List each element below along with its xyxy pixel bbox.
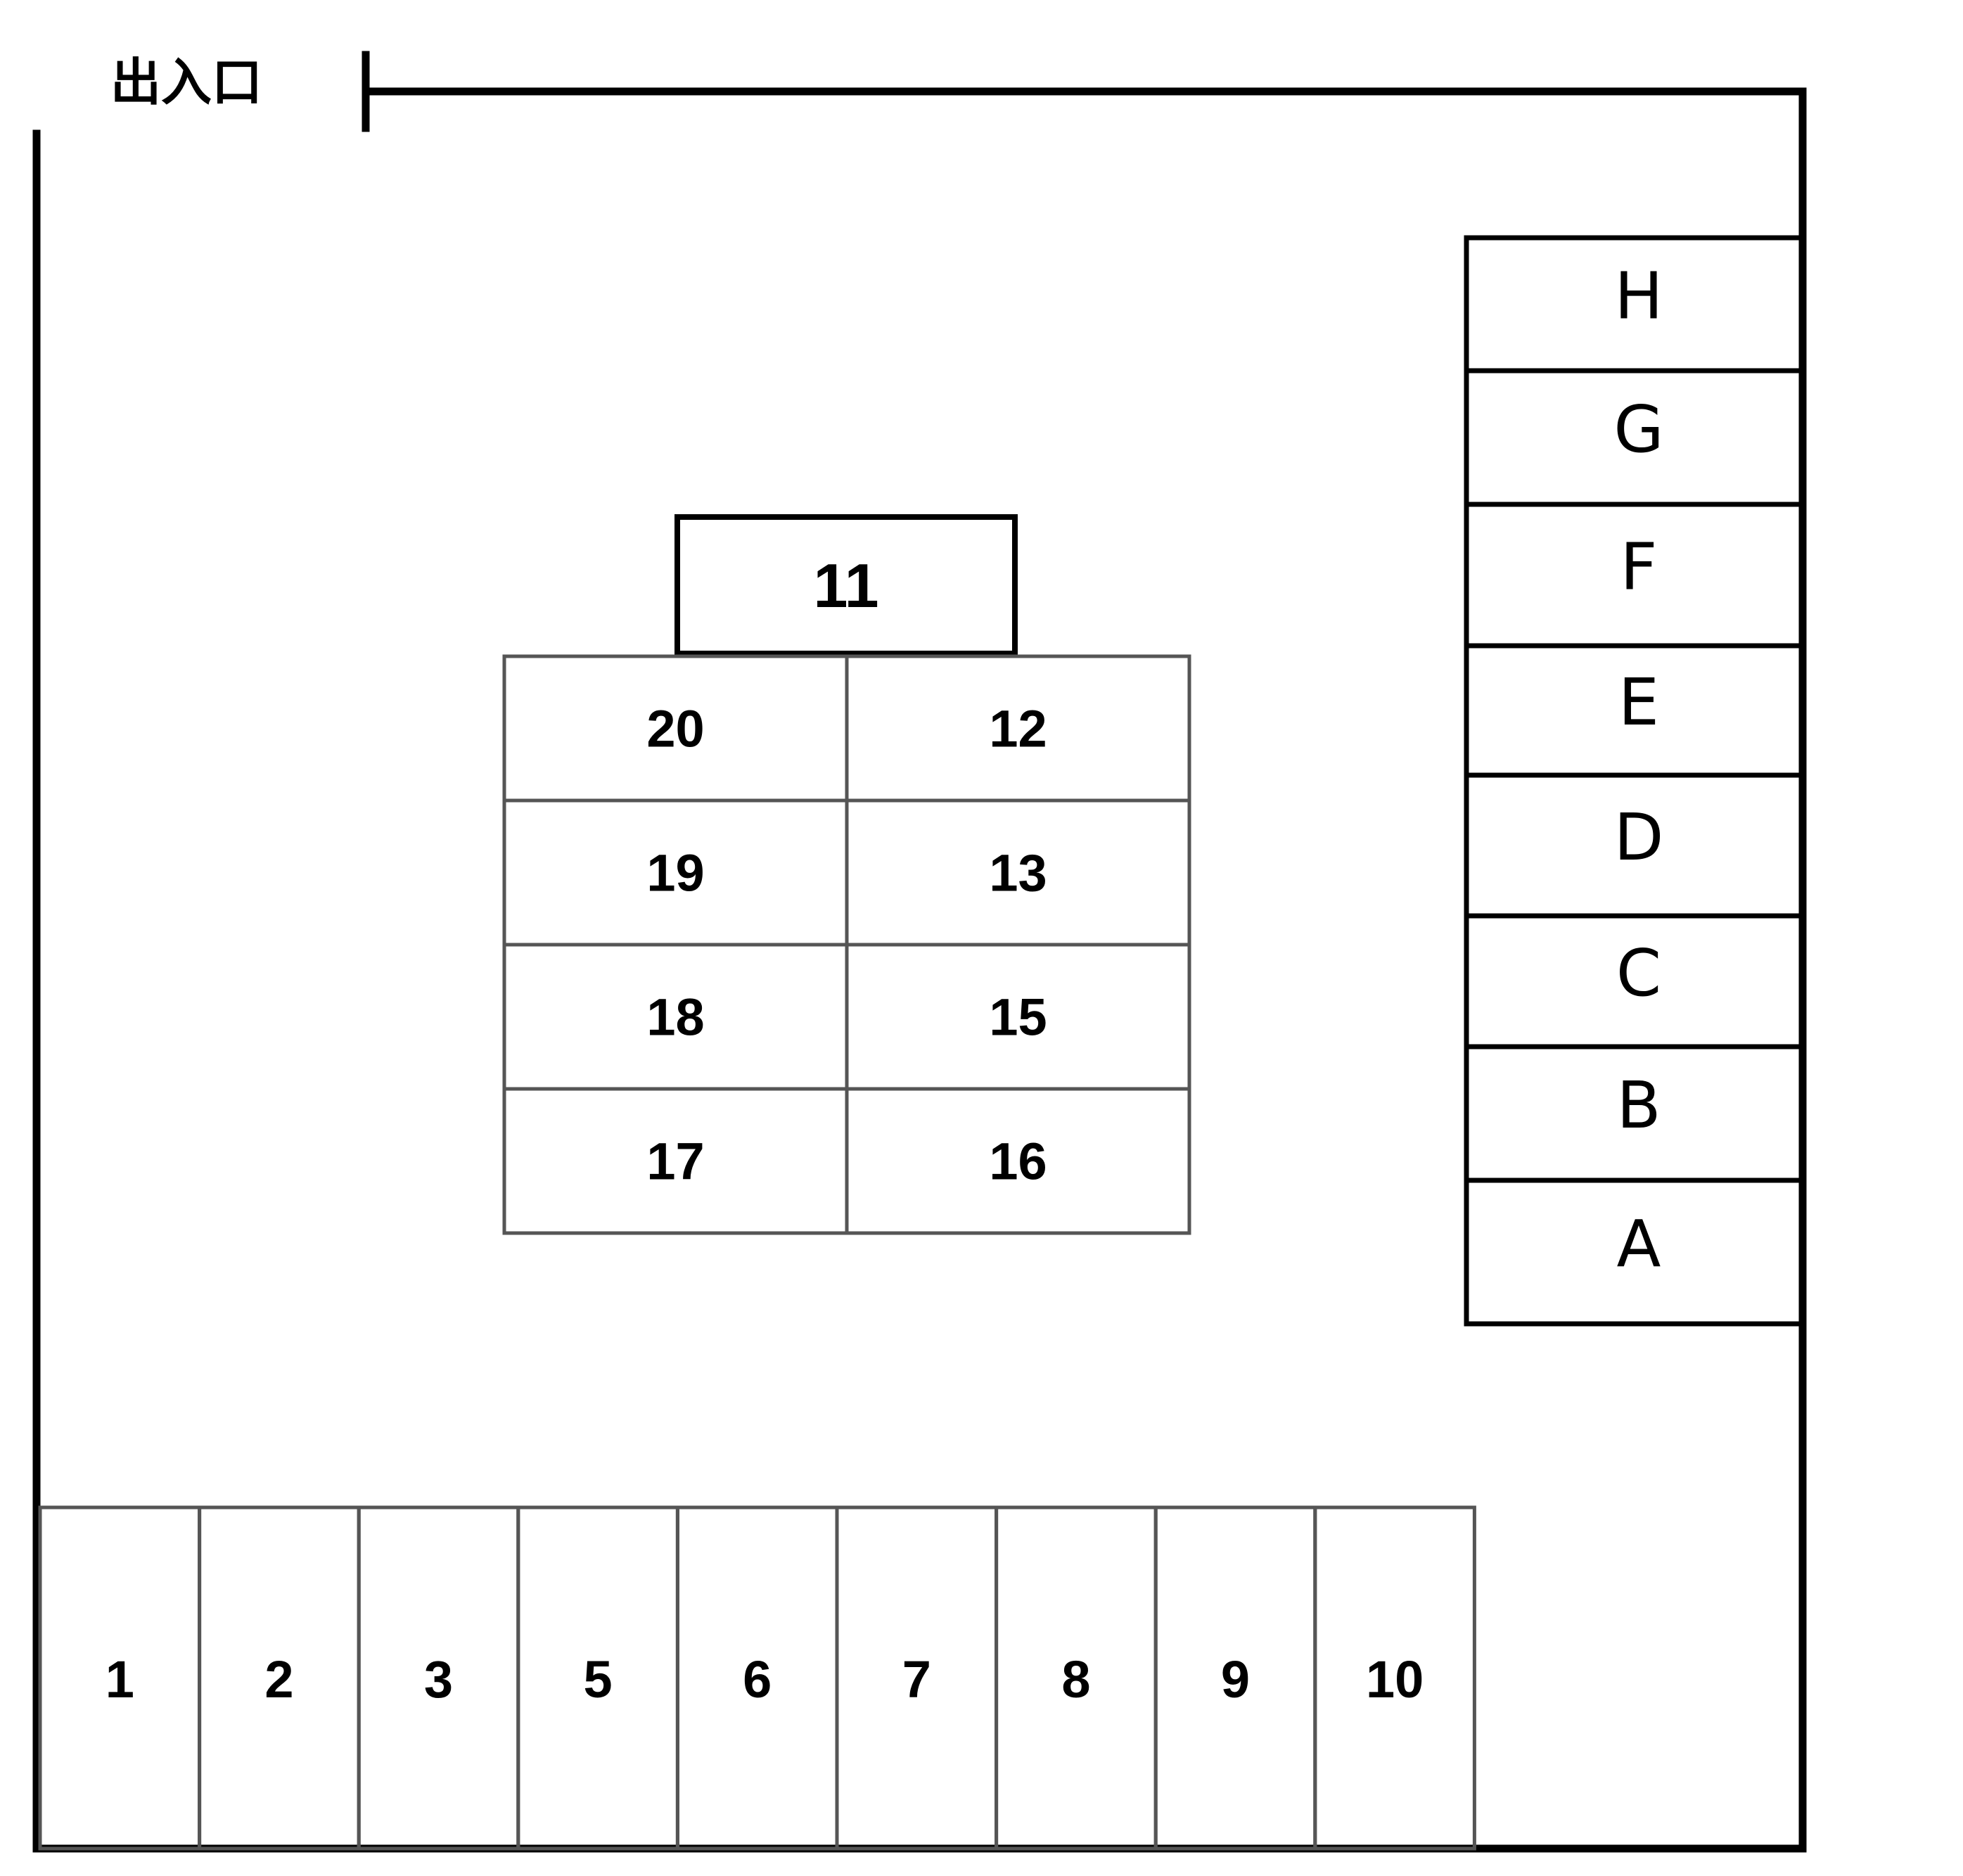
space-1-label: 1: [105, 1650, 134, 1709]
space-9-label: 9: [1221, 1650, 1250, 1709]
space-11: 11: [674, 514, 1018, 656]
space-6-label: 6: [743, 1650, 772, 1709]
space-H-label: H: [1614, 259, 1663, 334]
space-11-label: 11: [813, 551, 878, 620]
space-20-label: 20: [646, 700, 704, 758]
space-9: 9: [1153, 1505, 1317, 1851]
space-2-label: 2: [264, 1650, 293, 1709]
center-grid: 20 12 19 13 18 15 17 16: [502, 654, 1191, 1235]
space-15: 15: [845, 943, 1191, 1091]
space-A-label: A: [1617, 1206, 1661, 1282]
space-7-label: 7: [902, 1650, 931, 1709]
space-17-label: 17: [646, 1132, 704, 1191]
space-8-label: 8: [1061, 1650, 1090, 1709]
outer-walls: [32, 51, 1807, 1853]
space-1: 1: [38, 1505, 202, 1851]
space-E-label: E: [1618, 665, 1659, 740]
space-H: H: [1464, 235, 1805, 374]
space-17: 17: [502, 1087, 849, 1235]
space-10-box: [1313, 1505, 1476, 1851]
space-12: 12: [845, 654, 1191, 803]
space-11-box: [674, 514, 1018, 656]
space-G-label: G: [1613, 392, 1663, 467]
space-F: F: [1464, 502, 1805, 649]
space-18: 18: [502, 943, 849, 1091]
space-16-box: [845, 1087, 1191, 1235]
space-15-label: 15: [989, 988, 1047, 1047]
entrance-label: 出入口: [110, 53, 262, 112]
space-19: 19: [502, 798, 849, 947]
space-7: 7: [835, 1505, 999, 1851]
space-19-label: 19: [646, 844, 704, 902]
bottom-row: 1 2 3 5 6 7 8 9 10: [38, 1505, 1476, 1851]
space-5: 5: [516, 1505, 679, 1851]
space-G: G: [1464, 368, 1805, 507]
space-18-label: 18: [646, 988, 704, 1047]
space-5-label: 5: [584, 1650, 613, 1709]
space-3: 3: [357, 1505, 520, 1851]
space-13-label: 13: [989, 844, 1047, 902]
space-8: 8: [995, 1505, 1158, 1851]
space-16-label: 16: [989, 1132, 1047, 1191]
space-13: 13: [845, 798, 1191, 947]
space-D-label: D: [1614, 800, 1664, 875]
space-10: 10: [1313, 1505, 1476, 1851]
space-A: A: [1464, 1178, 1805, 1327]
space-B: B: [1464, 1044, 1805, 1183]
space-20: 20: [502, 654, 849, 803]
space-C: C: [1464, 913, 1805, 1049]
space-12-label: 12: [989, 700, 1047, 758]
space-3-label: 3: [424, 1650, 453, 1709]
space-B-label: B: [1616, 1068, 1661, 1143]
space-D: D: [1464, 772, 1805, 919]
space-10-label: 10: [1366, 1650, 1424, 1709]
space-E: E: [1464, 643, 1805, 778]
space-16: 16: [845, 1087, 1191, 1235]
space-6: 6: [675, 1505, 839, 1851]
space-F-label: F: [1620, 530, 1658, 605]
space-A-box: [1464, 1178, 1805, 1327]
space-2: 2: [198, 1505, 361, 1851]
space-C-label: C: [1616, 936, 1661, 1011]
